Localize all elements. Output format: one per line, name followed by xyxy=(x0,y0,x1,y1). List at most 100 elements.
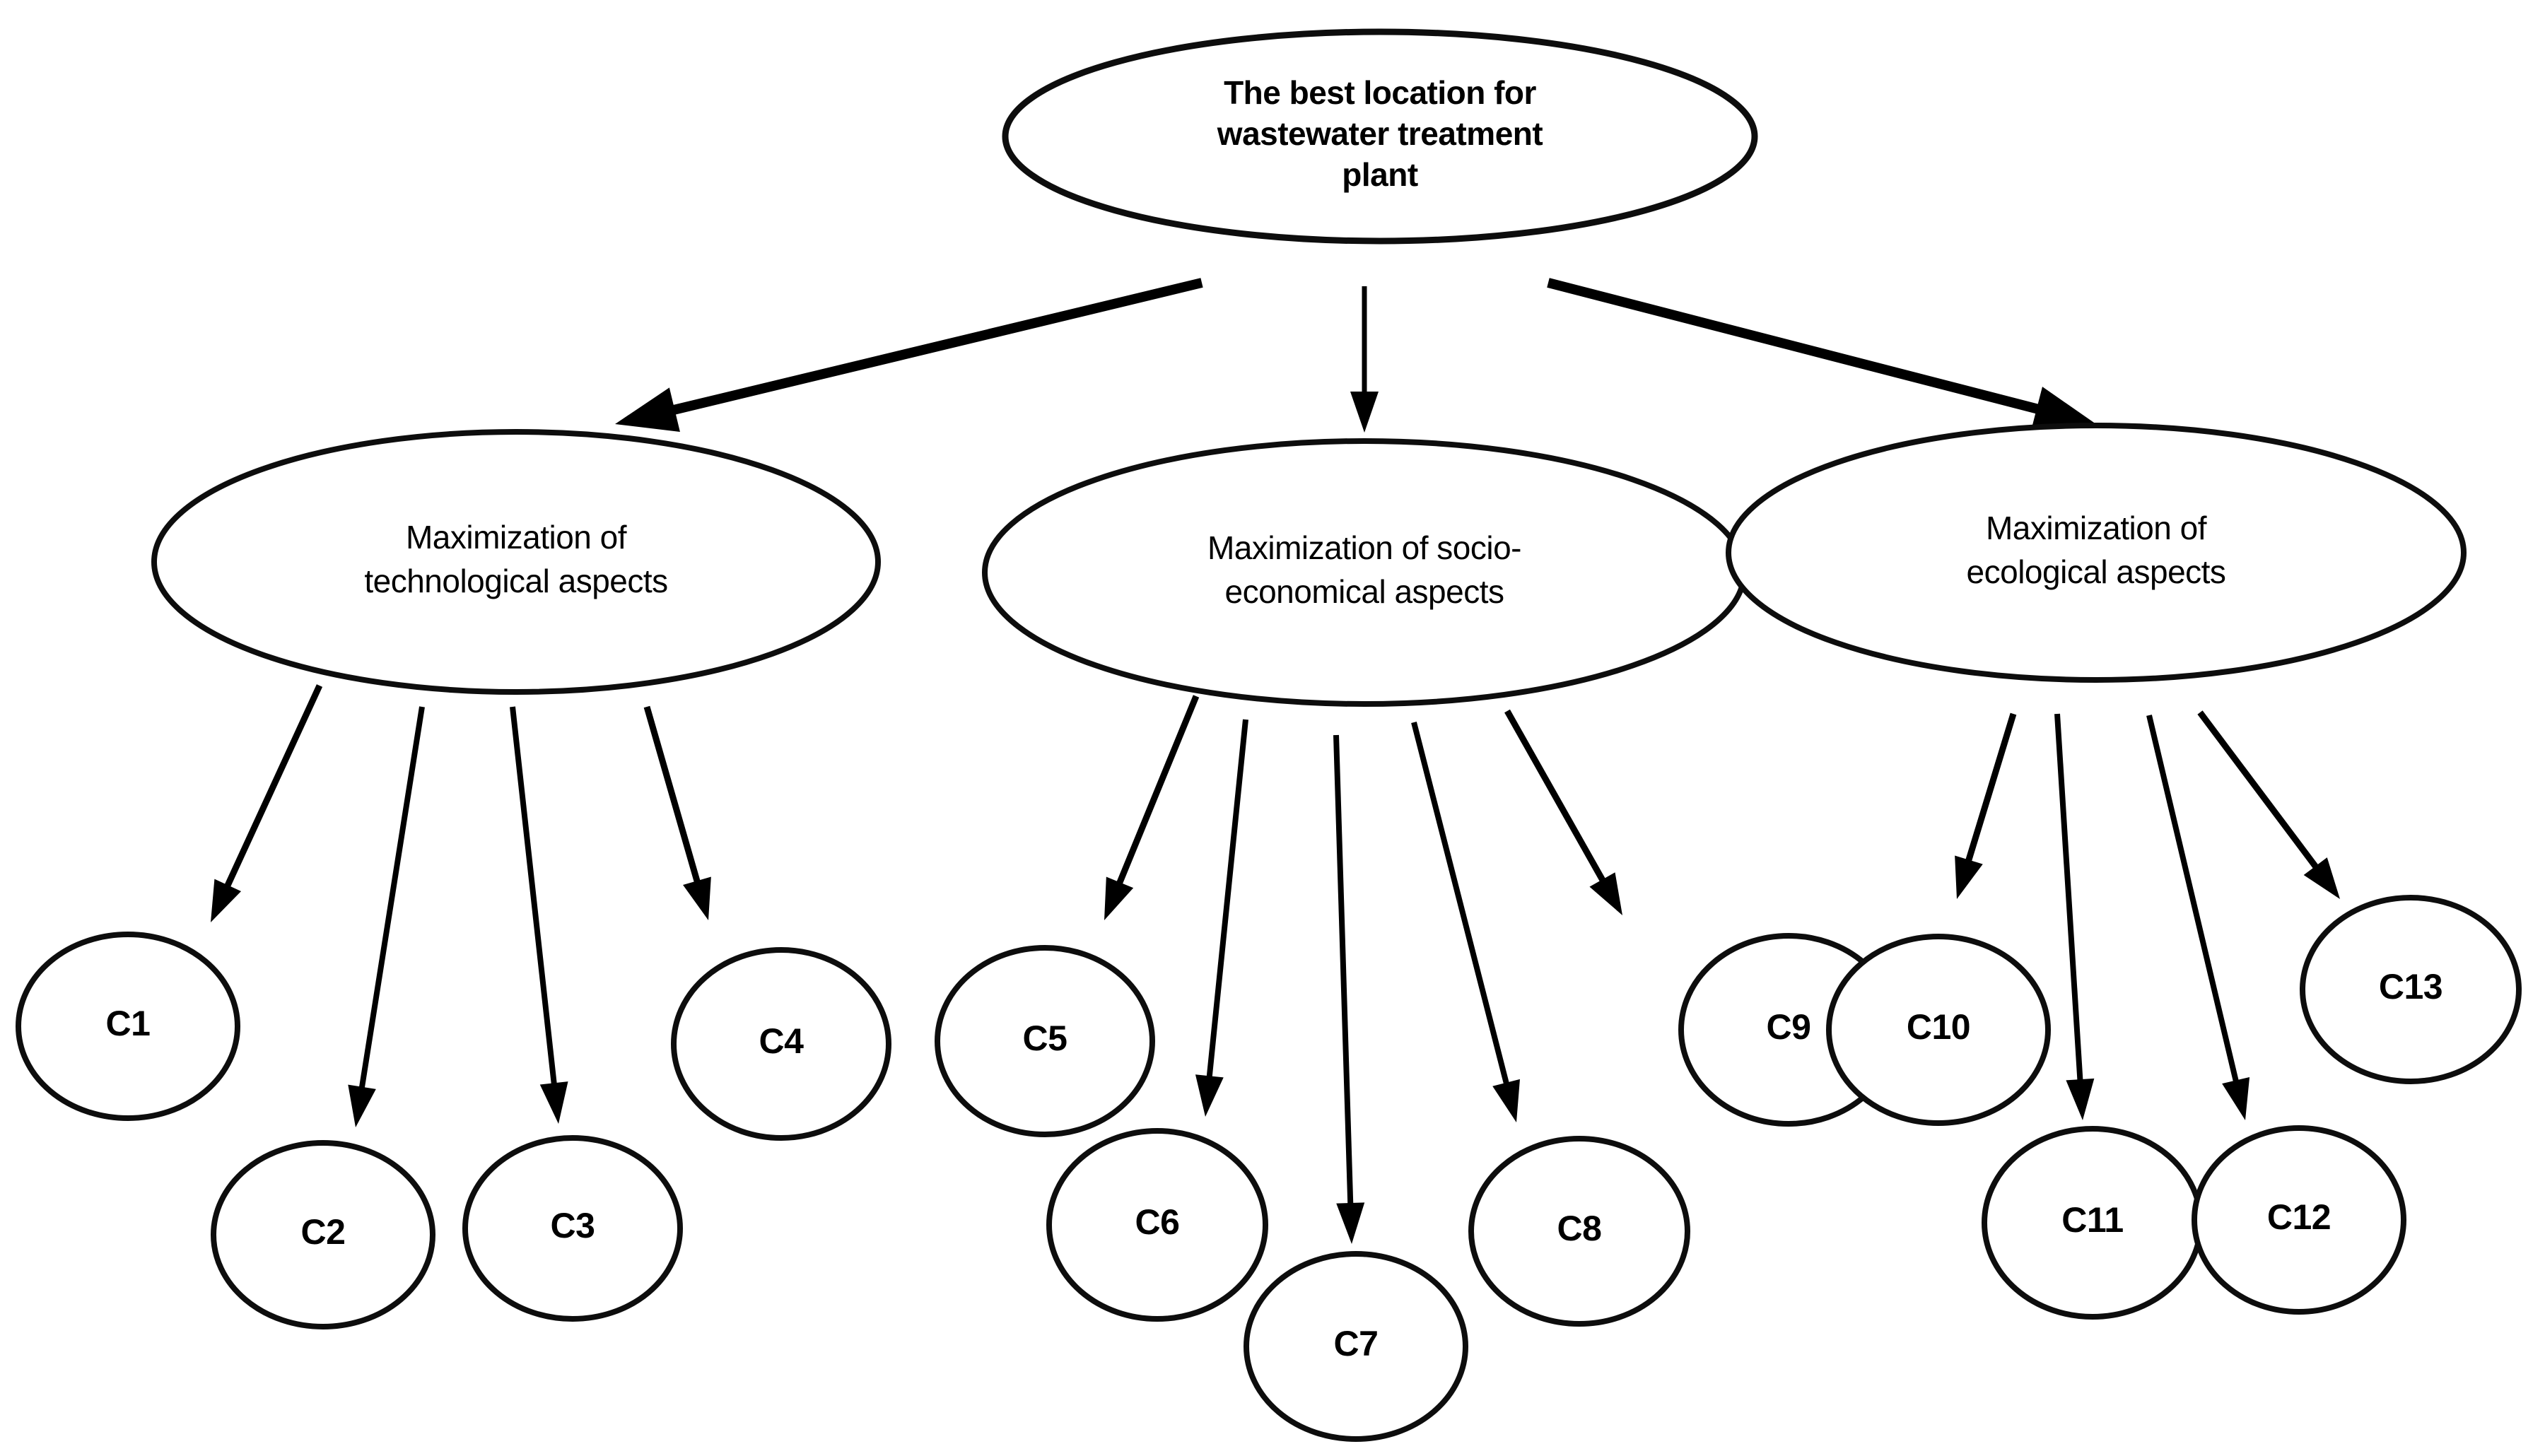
criterion-node-technological[interactable]: Maximization of technological aspects xyxy=(151,429,881,695)
goal-label: The best location for xyxy=(1224,74,1536,111)
arrowhead-icon xyxy=(2066,1078,2095,1120)
sub-criterion-node-c1[interactable]: C1 xyxy=(16,932,240,1121)
edge-goal-to-criterion-socio-economical xyxy=(1350,286,1379,433)
criterion-ellipse[interactable] xyxy=(982,438,1747,707)
sub-criterion-circle[interactable] xyxy=(16,932,240,1121)
criterion-ellipse[interactable] xyxy=(1726,423,2467,683)
edge-criterion-to-c11 xyxy=(2054,713,2095,1120)
arrowhead-icon xyxy=(1955,855,1983,899)
criterion-label: Maximization of xyxy=(406,519,627,556)
edge-criterion-to-c5 xyxy=(1104,695,1200,920)
arrowhead-icon xyxy=(1195,1074,1224,1117)
edge-line xyxy=(223,684,323,889)
sub-criterion-circle[interactable] xyxy=(1244,1251,1468,1442)
sub-criterion-node-c5[interactable]: C5 xyxy=(935,945,1155,1137)
sub-criterion-node-c11[interactable]: C11 xyxy=(1982,1126,2204,1320)
edge-line xyxy=(1965,712,2017,864)
goal-ellipse[interactable] xyxy=(1002,28,1758,245)
sub-criterion-label: C12 xyxy=(2267,1197,2331,1237)
goal-label: wastewater treatment xyxy=(1217,115,1543,152)
edge-line xyxy=(1504,709,1607,884)
sub-criterion-circle[interactable] xyxy=(1826,934,2051,1126)
arrowhead-icon xyxy=(683,876,711,920)
criterion-label: ecological aspects xyxy=(1967,553,2226,590)
sub-criterion-node-c12[interactable]: C12 xyxy=(2192,1125,2406,1315)
sub-criterion-node-c13[interactable]: C13 xyxy=(2300,895,2522,1084)
edge-criterion-to-c6 xyxy=(1195,719,1248,1117)
sub-criterion-label: C7 xyxy=(1334,1324,1379,1363)
edge-criterion-to-c10 xyxy=(1955,712,2017,899)
edge-criterion-to-c4 xyxy=(643,705,711,920)
arrowhead-icon xyxy=(2222,1076,2250,1120)
sub-criterion-node-c2[interactable]: C2 xyxy=(211,1140,435,1329)
edge-line xyxy=(1547,278,2041,415)
sub-criterion-label: C5 xyxy=(1023,1018,1067,1058)
arrowhead-icon xyxy=(348,1084,376,1127)
edge-criterion-to-c13 xyxy=(2197,710,2340,899)
goal-label: plant xyxy=(1342,156,1418,193)
edge-line xyxy=(2197,710,2320,871)
sub-criterion-circle[interactable] xyxy=(462,1135,683,1322)
sub-criterion-circle[interactable] xyxy=(671,947,891,1141)
edge-line xyxy=(1206,719,1248,1079)
criterion-label: economical aspects xyxy=(1225,573,1504,610)
edge-line xyxy=(1116,695,1200,886)
nodes-layer: The best location for wastewater treatmen… xyxy=(16,28,2522,1442)
edge-line xyxy=(510,706,558,1086)
arrowhead-icon xyxy=(1589,872,1622,915)
edge-criterion-to-c9 xyxy=(1504,709,1622,915)
arrowhead-icon xyxy=(1350,392,1379,433)
sub-criterion-label: C11 xyxy=(2061,1200,2123,1240)
goal-node[interactable]: The best location for wastewater treatmen… xyxy=(1002,28,1758,245)
sub-criterion-node-c8[interactable]: C8 xyxy=(1468,1136,1690,1327)
edge-line xyxy=(358,706,425,1091)
sub-criterion-label: C13 xyxy=(2379,967,2442,1006)
sub-criterion-circle[interactable] xyxy=(1468,1136,1690,1327)
sub-criterion-circle[interactable] xyxy=(935,945,1155,1137)
edge-criterion-to-c12 xyxy=(2146,715,2250,1120)
edge-criterion-to-c2 xyxy=(348,706,425,1127)
edges-layer xyxy=(211,278,2340,1244)
edge-criterion-to-c1 xyxy=(211,684,323,922)
sub-criterion-circle[interactable] xyxy=(211,1140,435,1329)
edge-line xyxy=(2054,713,2083,1083)
sub-criterion-node-c6[interactable]: C6 xyxy=(1046,1128,1268,1322)
edge-line xyxy=(2146,715,2240,1084)
sub-criterion-node-c3[interactable]: C3 xyxy=(462,1135,683,1322)
arrowhead-icon xyxy=(615,387,680,432)
arrowhead-icon xyxy=(2030,387,2096,431)
edge-goal-to-criterion-technological xyxy=(615,278,1203,432)
sub-criterion-label: C6 xyxy=(1135,1202,1180,1242)
sub-criterion-node-c4[interactable]: C4 xyxy=(671,947,891,1141)
criterion-label: Maximization of socio- xyxy=(1207,529,1521,566)
criterion-node-ecological[interactable]: Maximization of ecological aspects xyxy=(1726,423,2467,683)
sub-criterion-node-c7[interactable]: C7 xyxy=(1244,1251,1468,1442)
arrowhead-icon xyxy=(1492,1079,1520,1122)
criterion-node-socio-economical[interactable]: Maximization of socio-economical aspects xyxy=(982,438,1747,707)
arrowhead-icon xyxy=(539,1081,568,1124)
edge-criterion-to-c7 xyxy=(1333,734,1365,1244)
arrowhead-icon xyxy=(1336,1202,1365,1244)
arrowhead-icon xyxy=(1104,876,1134,920)
edge-line xyxy=(1333,734,1354,1207)
edge-criterion-to-c8 xyxy=(1411,722,1520,1122)
edge-line xyxy=(1411,722,1510,1086)
sub-criterion-label: C4 xyxy=(759,1021,805,1061)
sub-criterion-circle[interactable] xyxy=(2192,1125,2406,1315)
sub-criterion-circle[interactable] xyxy=(2300,895,2522,1084)
arrowhead-icon xyxy=(2303,857,2340,899)
sub-criterion-label: C10 xyxy=(1907,1007,1970,1047)
sub-criterion-node-c10[interactable]: C10 xyxy=(1826,934,2051,1126)
criterion-label: Maximization of xyxy=(1986,510,2207,546)
sub-criterion-label: C8 xyxy=(1557,1209,1602,1248)
arrowhead-icon xyxy=(211,879,242,922)
edge-criterion-to-c3 xyxy=(510,706,568,1124)
sub-criterion-circle[interactable] xyxy=(1046,1128,1268,1322)
criterion-label: technological aspects xyxy=(364,563,667,599)
edge-line xyxy=(670,278,1203,416)
sub-criterion-label: C9 xyxy=(1767,1007,1811,1047)
sub-criterion-label: C2 xyxy=(301,1212,346,1252)
criterion-ellipse[interactable] xyxy=(151,429,881,695)
